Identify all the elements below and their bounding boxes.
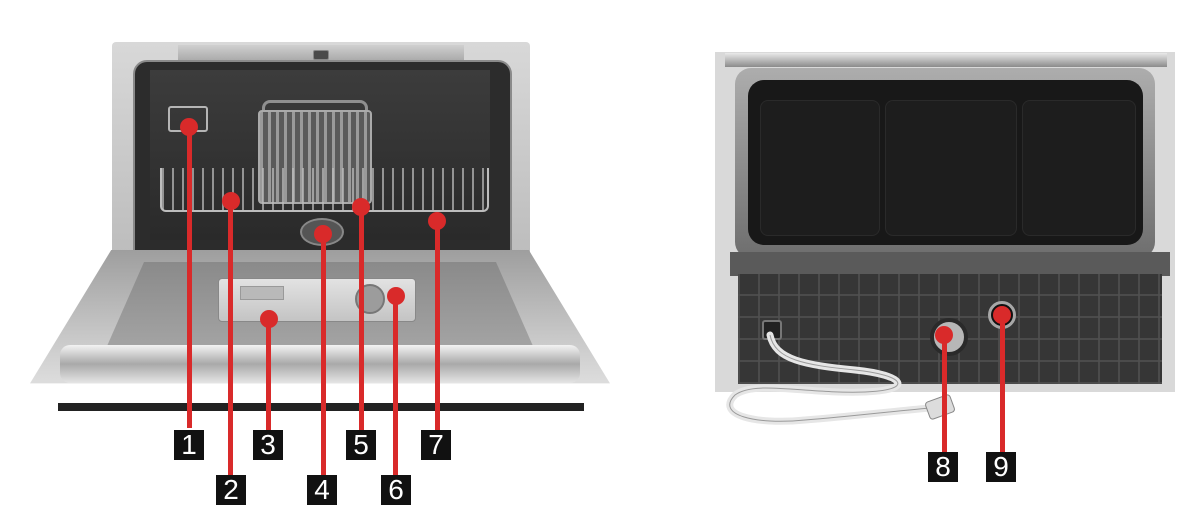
dispenser-lid	[240, 286, 284, 300]
rear-top-edge	[725, 53, 1167, 67]
insulation-section-middle	[885, 100, 1017, 236]
callout-badge: 8	[928, 452, 958, 482]
callout-line	[1000, 316, 1005, 454]
callout-dot	[387, 287, 405, 305]
callout-dot	[935, 326, 953, 344]
insulation-section-right	[1022, 100, 1136, 236]
callout-badge: 6	[381, 475, 411, 505]
callout-line	[321, 238, 326, 475]
callout-line	[942, 336, 947, 454]
detergent-dispenser	[218, 278, 416, 322]
callout-line	[266, 320, 271, 430]
callout-dot	[180, 118, 198, 136]
insulation-section-left	[760, 100, 880, 236]
rear-base-bar	[730, 252, 1170, 276]
callout-line	[435, 224, 440, 430]
callout-badge: 5	[346, 430, 376, 460]
callout-dot	[993, 306, 1011, 324]
door-rim	[60, 345, 580, 383]
dish-basket	[160, 168, 489, 212]
callout-badge: 7	[421, 430, 451, 460]
callout-line	[393, 298, 398, 475]
door-latch	[313, 50, 329, 60]
callout-badge: 2	[216, 475, 246, 505]
callout-dot	[428, 212, 446, 230]
callout-line	[187, 126, 192, 428]
callout-badge: 4	[307, 475, 337, 505]
callout-badge: 3	[253, 430, 283, 460]
callout-dot	[260, 310, 278, 328]
callout-dot	[314, 225, 332, 243]
cutlery-basket-handle	[262, 100, 368, 119]
callout-dot	[352, 198, 370, 216]
callout-line	[228, 203, 233, 475]
callout-dot	[222, 192, 240, 210]
power-cord-icon	[726, 331, 955, 425]
callout-badge: 1	[174, 430, 204, 460]
callout-badge: 9	[986, 452, 1016, 482]
callout-line	[359, 210, 364, 430]
